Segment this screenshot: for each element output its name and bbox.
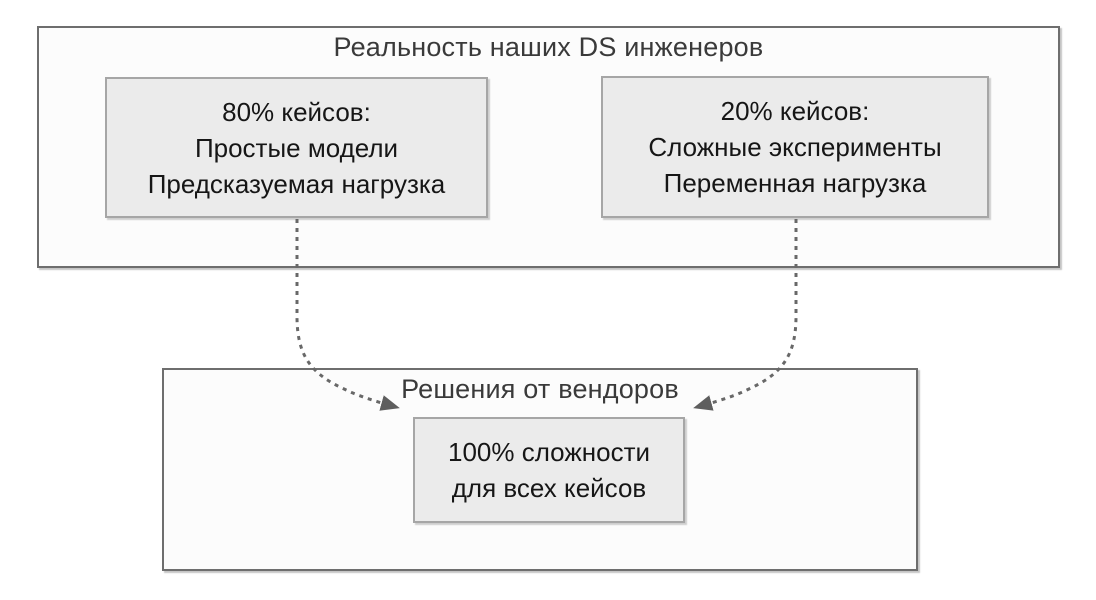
box-20-line-1: 20% кейсов: bbox=[720, 96, 870, 126]
box-80-percent: 80% кейсов: Простые модели Предсказуемая… bbox=[105, 77, 488, 218]
box-20-line-2: Сложные эксперименты bbox=[648, 132, 942, 162]
box-100-line-1: 100% сложности bbox=[448, 437, 650, 467]
bottom-container-title: Решения от вендоров bbox=[401, 374, 679, 404]
box-100-percent: 100% сложности для всех кейсов bbox=[413, 417, 685, 523]
box-20-percent: 20% кейсов: Сложные эксперименты Перемен… bbox=[601, 76, 989, 218]
bottom-container: Решения от вендоров 100% сложности для в… bbox=[162, 368, 918, 571]
box-20-line-3: Переменная нагрузка bbox=[663, 168, 927, 198]
box-100-line-2: для всех кейсов bbox=[451, 473, 647, 503]
top-container: Реальность наших DS инженеров 80% кейсов… bbox=[37, 26, 1060, 268]
box-80-line-1: 80% кейсов: bbox=[222, 96, 371, 127]
top-container-title: Реальность наших DS инженеров bbox=[333, 32, 764, 62]
box-80-line-2: Простые модели bbox=[194, 132, 399, 163]
box-80-line-3: Предсказуемая нагрузка bbox=[147, 168, 446, 199]
